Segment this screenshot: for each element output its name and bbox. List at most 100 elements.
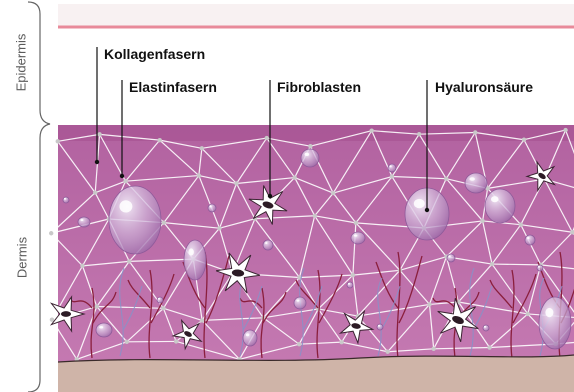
hyaluronic-droplet (377, 324, 383, 330)
hyaluronic-droplet (388, 164, 396, 172)
collagen-node (331, 191, 335, 195)
hyaluronic-dot (425, 208, 429, 212)
collagen-node (200, 146, 204, 150)
collagen-node (417, 132, 421, 136)
subcutis-layer (58, 355, 574, 392)
hyaluronic-droplet (96, 323, 112, 337)
droplet-highlight (484, 326, 486, 328)
hyaluronic-droplet (157, 297, 163, 303)
hyaluronic-droplet (63, 197, 69, 203)
hyaluronic-droplet (465, 173, 487, 193)
dermis-top-band (58, 125, 574, 141)
collagen-node (234, 181, 238, 185)
collagen-node (427, 302, 431, 306)
collagen-node (197, 173, 201, 177)
droplet-highlight (538, 266, 540, 268)
collagen-node (313, 214, 317, 218)
collagen-node (480, 219, 484, 223)
collagen-node (522, 138, 526, 142)
collagen-node (95, 304, 99, 308)
layer-brace (28, 2, 50, 392)
hyaluronic-droplet (184, 240, 206, 280)
collagen-node (490, 262, 494, 266)
hyaluronic-droplet (485, 189, 515, 223)
collagen-node (56, 139, 60, 143)
collagen-fiber (492, 264, 541, 265)
droplet-highlight (354, 235, 358, 237)
droplet-highlight (80, 219, 83, 221)
hyaluronic-droplet (483, 325, 489, 331)
droplet-highlight (390, 165, 392, 167)
dermis-label: Dermis (15, 228, 30, 288)
hyaluronic-droplet (447, 254, 455, 262)
collagen-node (390, 174, 394, 178)
collagen-node (339, 340, 343, 344)
hyaluronic-droplet (208, 204, 216, 212)
collagen-label: Kollagenfasern (104, 46, 205, 62)
collagen-node (519, 223, 523, 227)
hyaluronic-droplet (525, 235, 535, 245)
fibroblast-nucleus (61, 311, 71, 317)
hyaluronic-droplet (351, 232, 365, 244)
collagen-node (162, 220, 166, 224)
epidermis-surface (58, 4, 574, 26)
collagen-node (297, 342, 301, 346)
collagen-node (563, 128, 567, 132)
droplet-highlight (449, 255, 451, 257)
droplet-highlight (296, 300, 299, 302)
fibroblast-label: Fibroblasten (277, 79, 361, 95)
collagen-node (97, 132, 101, 136)
collagen-node (123, 179, 127, 183)
collagen-node (473, 130, 477, 134)
collagen-node (80, 264, 84, 268)
collagen-node (444, 176, 448, 180)
droplet-highlight (64, 198, 66, 200)
elastin-label: Elastinfasern (129, 79, 217, 95)
collagen-node (265, 136, 269, 140)
hyaluronic-droplet (294, 297, 306, 309)
hyaluronic-droplet (78, 217, 90, 227)
droplet-highlight (99, 326, 103, 329)
droplet-highlight (545, 308, 553, 317)
collagen-node (431, 347, 435, 351)
collagen-node (292, 175, 296, 179)
elastin-dot (120, 174, 124, 178)
droplet-highlight (210, 205, 212, 207)
collagen-node (125, 340, 129, 344)
collagen-node (526, 312, 530, 316)
collagen-node (200, 318, 204, 322)
collagen-node (158, 138, 162, 142)
hyaluronic-droplet (109, 186, 161, 254)
droplet-highlight (527, 237, 530, 239)
droplet-highlight (265, 242, 268, 244)
droplet-highlight (348, 283, 350, 285)
collagen-node (49, 231, 53, 235)
fibroblast-dot (268, 194, 272, 198)
droplet-highlight (414, 199, 425, 208)
collagen-dot (95, 160, 99, 164)
hyaluronic-droplet (263, 240, 273, 250)
droplet-highlight (469, 177, 475, 181)
droplet-highlight (378, 325, 380, 327)
droplet-highlight (491, 196, 499, 202)
collagen-node (351, 273, 355, 277)
collagen-node (354, 221, 358, 225)
collagen-node (93, 191, 97, 195)
collagen-node (174, 339, 178, 343)
collagen-node (161, 306, 165, 310)
droplet-highlight (119, 200, 132, 212)
hyaluronic-droplet (347, 282, 353, 288)
hyaluronic-droplet (243, 330, 257, 346)
collagen-node (217, 226, 221, 230)
epidermis-label: Epidermis (14, 28, 29, 98)
droplet-highlight (158, 298, 160, 300)
collagen-node (369, 128, 373, 132)
hyaluronic-label: Hyaluronsäure (435, 79, 533, 95)
droplet-highlight (305, 153, 310, 156)
droplet-highlight (246, 333, 250, 336)
hyaluronic-droplet (539, 297, 571, 349)
hyaluronic-droplet (537, 265, 543, 271)
collagen-node (487, 345, 491, 349)
